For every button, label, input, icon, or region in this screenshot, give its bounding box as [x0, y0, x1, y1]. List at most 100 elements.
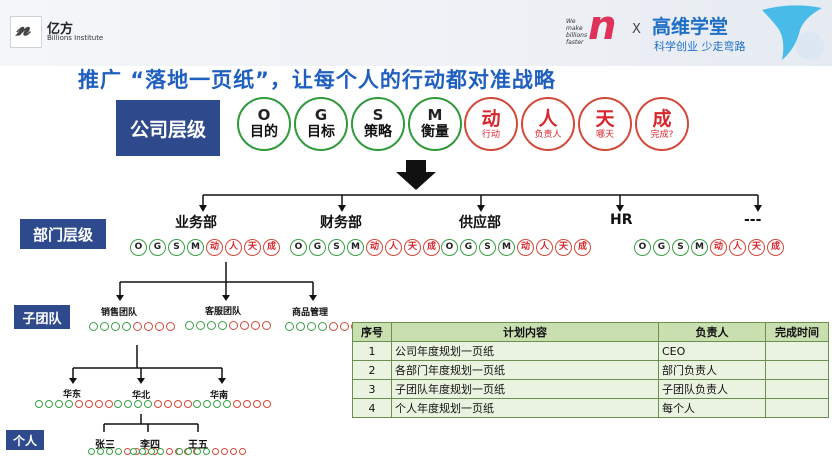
- cell-time: [765, 341, 829, 361]
- mini-action-circle: [251, 321, 260, 330]
- mini-action-label: 人: [539, 242, 549, 252]
- col-header-content: 计划内容: [391, 322, 659, 342]
- person-wangwu: 王五: [188, 440, 208, 451]
- mini-action-circle: 成: [574, 239, 591, 256]
- mini-action-circle: 人: [729, 239, 746, 256]
- mini-ogsm-circle: G: [460, 239, 477, 256]
- mini-action-circle: [233, 400, 241, 408]
- mini-action-circle: 成: [263, 239, 280, 256]
- mini-action-circle: 人: [225, 239, 242, 256]
- ogsm-letter: O: [257, 106, 271, 124]
- mini-ogsm-circle: [100, 322, 109, 331]
- mini-ogsm-circle: [97, 448, 104, 455]
- cell-content: 公司年度规划一页纸: [391, 341, 659, 361]
- mini-action-circle: 天: [748, 239, 765, 256]
- mini-action-circle: 天: [404, 239, 421, 256]
- mini-ogsm-letter: S: [484, 242, 491, 252]
- mini-ogsm-circle: [122, 322, 131, 331]
- mini-ogsm-letter: O: [638, 242, 647, 252]
- mini-ogsm-circle: M: [691, 239, 708, 256]
- mini-ogsm-circle: [45, 400, 53, 408]
- partner-tagline: We make billions faster: [566, 18, 588, 46]
- action-label: 人: [538, 107, 558, 130]
- cell-no: 3: [352, 379, 392, 399]
- individual-level-label: 个人: [6, 430, 44, 450]
- school-name: 高维学堂: [652, 16, 729, 38]
- mini-action-circle: [253, 400, 261, 408]
- mini-ogsm-letter: M: [191, 242, 200, 252]
- mini-ogsm-circle: [223, 400, 231, 408]
- mini-action-circle: [155, 322, 164, 331]
- mini-ogsm-letter: G: [464, 242, 473, 252]
- region-north: 华北: [132, 391, 151, 401]
- mini-ogsm-circle: [203, 448, 210, 455]
- ogsm-sub: 目标: [307, 124, 335, 140]
- mini-action-label: 人: [388, 242, 398, 252]
- ogsm-sub: 目的: [250, 124, 278, 140]
- mini-ogsm-circle: O: [290, 239, 307, 256]
- action-circle: 动行动: [464, 97, 518, 151]
- mini-action-circle: [166, 322, 175, 331]
- mini-action-circle: [240, 321, 249, 330]
- mini-ogsm-letter: S: [677, 242, 684, 252]
- action-sub: 哪天: [595, 129, 614, 140]
- action-label: 动: [481, 107, 501, 130]
- mini-action-label: 动: [520, 242, 530, 252]
- action-sub: 负责人: [534, 129, 562, 140]
- ogsm-sub: 衡量: [421, 124, 449, 140]
- down-arrow-icon: [396, 160, 436, 190]
- mini-action-circle: [75, 400, 83, 408]
- action-circle: 人负责人: [521, 97, 575, 151]
- team-service: 客服团队: [205, 307, 242, 317]
- team-sales: 销售团队: [101, 308, 138, 318]
- mini-ogsm-circle: G: [149, 239, 166, 256]
- mini-action-label: 成: [770, 242, 780, 252]
- mini-ogsm-circle: [139, 448, 146, 455]
- mini-ogsm-circle: [194, 448, 201, 455]
- region-south: 华南: [210, 391, 229, 401]
- col-header-time: 完成时间: [765, 322, 829, 342]
- brand-name-cn: 亿方: [47, 22, 74, 37]
- dept-other: ---: [744, 212, 762, 228]
- mini-action-circle: [144, 322, 153, 331]
- table-row: 2 各部门年度规划一页纸 部门负责人: [352, 360, 829, 380]
- cell-time: [765, 398, 829, 418]
- mini-ogsm-circle: [207, 321, 216, 330]
- mini-ogsm-letter: M: [351, 242, 360, 252]
- action-label: 天: [595, 107, 615, 130]
- mini-action-label: 人: [228, 242, 238, 252]
- mini-action-circle: 动: [710, 239, 727, 256]
- mini-ogsm-circle: [55, 400, 63, 408]
- mini-action-circle: [340, 322, 349, 331]
- cell-no: 2: [352, 360, 392, 380]
- mini-ogsm-circle: [203, 400, 211, 408]
- region-east: 华东: [63, 390, 82, 400]
- mini-ogsm-letter: S: [173, 242, 180, 252]
- mini-action-circle: 天: [555, 239, 572, 256]
- mini-action-circle: 成: [423, 239, 440, 256]
- mini-action-label: 成: [266, 242, 276, 252]
- mini-action-label: 成: [426, 242, 436, 252]
- ogsm-sub: 策略: [364, 124, 392, 140]
- table-row: 3 子团队年度规划一页纸 子团队负责人: [352, 379, 829, 399]
- dept-supply: 供应部: [459, 215, 501, 231]
- team-product: 商品管理: [292, 308, 329, 318]
- billions-logo-box: [10, 16, 42, 48]
- brand-name-en: Billions Institute: [47, 34, 104, 42]
- mini-ogsm-letter: G: [657, 242, 666, 252]
- action-label: 成: [652, 107, 672, 130]
- action-sub: 行动: [481, 129, 500, 140]
- mini-ogsm-circle: [296, 322, 305, 331]
- mini-ogsm-circle: [111, 322, 120, 331]
- mini-ogsm-letter: S: [333, 242, 340, 252]
- ogsm-letter: G: [314, 106, 328, 124]
- billions-logo-icon: 𝓷: [16, 16, 31, 41]
- mini-action-circle: [164, 400, 172, 408]
- mini-action-label: 天: [751, 242, 761, 252]
- mini-ogsm-circle: [157, 448, 164, 455]
- cell-time: [765, 379, 829, 399]
- mini-ogsm-circle: M: [498, 239, 515, 256]
